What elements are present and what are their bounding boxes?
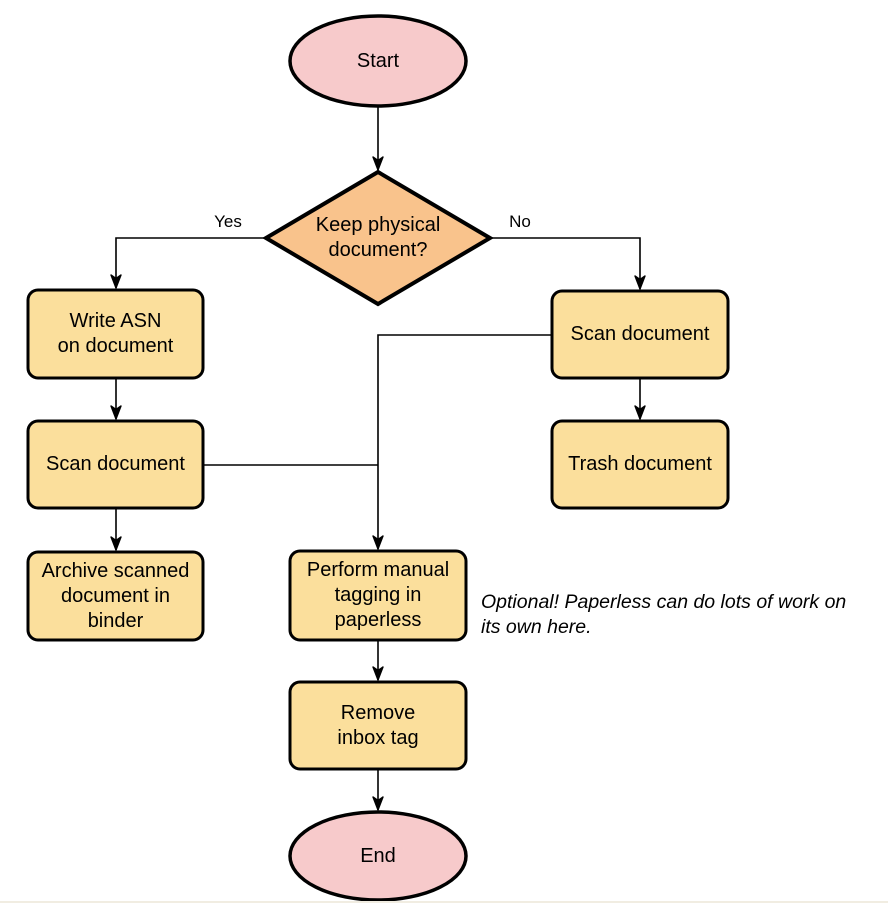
edge-decision-yes bbox=[110, 237, 266, 289]
write-asn-node-shape bbox=[26, 288, 205, 380]
connectors bbox=[110, 106, 646, 811]
start-node-shape bbox=[288, 14, 468, 108]
trash-node-shape bbox=[550, 419, 730, 510]
edge-decision-no bbox=[490, 237, 646, 290]
bottom-divider bbox=[0, 901, 888, 903]
scan-left-node-shape bbox=[26, 419, 205, 510]
edge-scanright-to-tagging bbox=[372, 334, 552, 550]
remove-inbox-node-shape bbox=[288, 680, 468, 771]
scan-right-node-shape bbox=[550, 289, 730, 380]
edge-label-yes: Yes bbox=[214, 212, 242, 231]
optional-note: Optional! Paperless can do lots of work … bbox=[481, 591, 847, 638]
archive-node-shape bbox=[26, 550, 205, 642]
decision-node-shape bbox=[262, 169, 494, 307]
tagging-node-shape bbox=[288, 549, 468, 642]
end-node-shape bbox=[288, 810, 468, 902]
edge-label-no: No bbox=[509, 212, 531, 231]
